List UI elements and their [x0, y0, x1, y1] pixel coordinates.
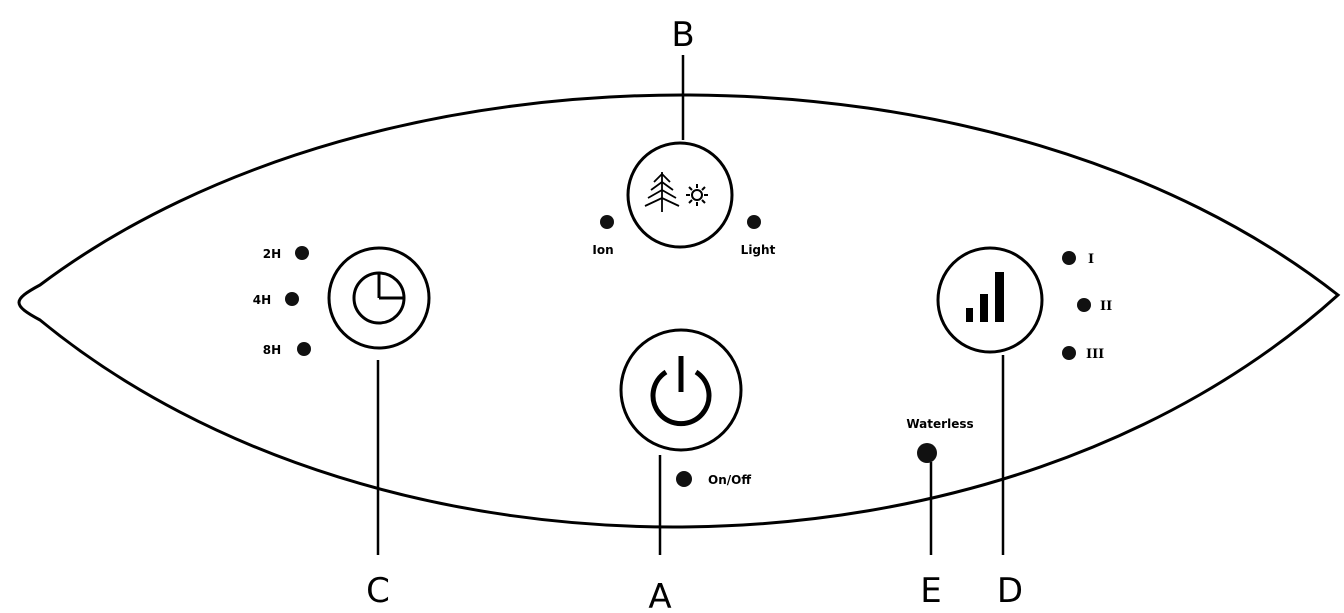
- tree-icon: [644, 172, 680, 212]
- on-off-indicator-led: [676, 471, 692, 487]
- signal-bars-icon: [966, 272, 1004, 322]
- ion-light-button[interactable]: [626, 141, 734, 249]
- timer-8h-led: [297, 342, 311, 356]
- speed-2-led: [1077, 298, 1091, 312]
- power-button[interactable]: [619, 328, 743, 452]
- timer-4h-label: 4H: [253, 293, 271, 307]
- callout-e: E: [920, 571, 941, 611]
- on-off-label: On/Off: [708, 473, 751, 487]
- callout-b: B: [671, 15, 694, 55]
- clock-icon: [352, 271, 406, 325]
- callout-d: D: [997, 571, 1023, 611]
- waterless-indicator-led: [917, 443, 937, 463]
- timer-button[interactable]: [327, 246, 431, 350]
- timer-4h-led: [285, 292, 299, 306]
- timer-2h-label: 2H: [263, 247, 281, 261]
- speed-2-label: II: [1100, 299, 1112, 314]
- callout-a: A: [648, 577, 671, 613]
- callout-c: C: [366, 571, 390, 611]
- speed-3-label: III: [1086, 347, 1104, 362]
- speed-1-led: [1062, 251, 1076, 265]
- speed-3-led: [1062, 346, 1076, 360]
- timer-8h-label: 8H: [263, 343, 281, 357]
- ion-label: Ion: [592, 243, 613, 257]
- light-indicator-led: [747, 215, 761, 229]
- light-label: Light: [741, 243, 776, 257]
- ion-indicator-led: [600, 215, 614, 229]
- waterless-label: Waterless: [906, 417, 973, 431]
- sun-icon: [686, 184, 708, 206]
- timer-2h-led: [295, 246, 309, 260]
- speed-button[interactable]: [936, 246, 1044, 354]
- speed-1-label: I: [1088, 252, 1094, 267]
- power-icon: [650, 356, 712, 427]
- panel-outline: [17, 93, 1341, 529]
